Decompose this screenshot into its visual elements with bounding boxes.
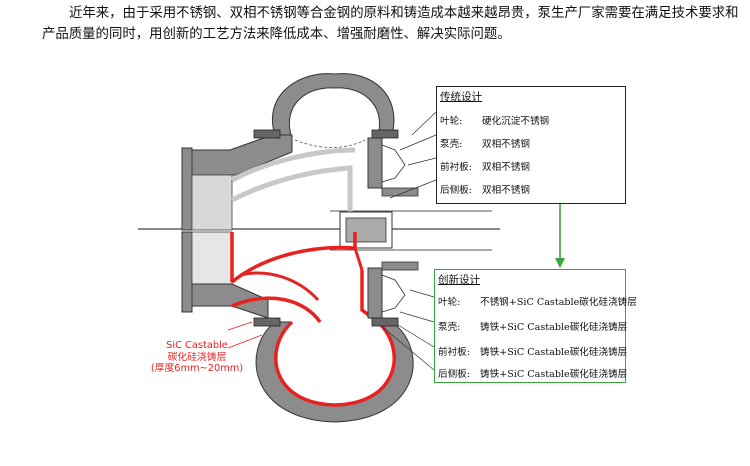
upper-impeller-shroud (230, 147, 356, 183)
innovative-row-casing: 泵壳:铸铁+SiC Castable碳化硅浇铸层 (438, 322, 628, 333)
innovative-row-impeller: 叶轮:不锈钢+SiC Castable碳化硅浇铸层 (438, 297, 637, 308)
callout-line-1: SiC Castable (166, 340, 228, 351)
callout-line-3: (厚度6mm~20mm) (150, 363, 244, 374)
innovative-row-front-liner: 前衬板:铸铁+SiC Castable碳化硅浇铸层 (438, 347, 628, 358)
traditional-design-box: 传统设计 叶轮:硬化沉淀不锈钢 泵壳:双相不锈钢 前衬板:双相不锈钢 后侧板:双… (436, 86, 626, 204)
innovative-row-back-plate: 后侧板:铸铁+SiC Castable碳化硅浇铸层 (438, 369, 628, 380)
traditional-design-title: 传统设计 (440, 91, 482, 103)
innovative-design-title: 创新设计 (438, 274, 480, 286)
traditional-row-casing: 泵壳:双相不锈钢 (440, 139, 530, 150)
sic-coating-volute (274, 320, 396, 407)
upper-inlet-flange (181, 147, 193, 231)
upper-suction-pipe (187, 134, 293, 176)
intro-paragraph: 近年来，由于采用不锈钢、双相不锈钢等合金钢的原料和铸造成本越来越昂贵，泵生产厂家… (42, 6, 739, 42)
upper-volute-casing (272, 73, 395, 136)
sic-castable-callout: SiC Castable 碳化硅浇铸层 (厚度6mm~20mm) (142, 340, 252, 375)
traditional-row-front-liner: 前衬板:双相不锈钢 (440, 162, 530, 173)
callout-line-2: 碳化硅浇铸层 (167, 351, 227, 363)
traditional-row-back-plate: 后侧板:双相不锈钢 (440, 185, 530, 196)
lower-inlet-flange (181, 231, 193, 313)
innovative-design-box: 创新设计 叶轮:不锈钢+SiC Castable碳化硅浇铸层 泵壳:铸铁+SiC… (434, 269, 637, 383)
traditional-row-impeller: 叶轮:硬化沉淀不锈钢 (440, 116, 550, 127)
